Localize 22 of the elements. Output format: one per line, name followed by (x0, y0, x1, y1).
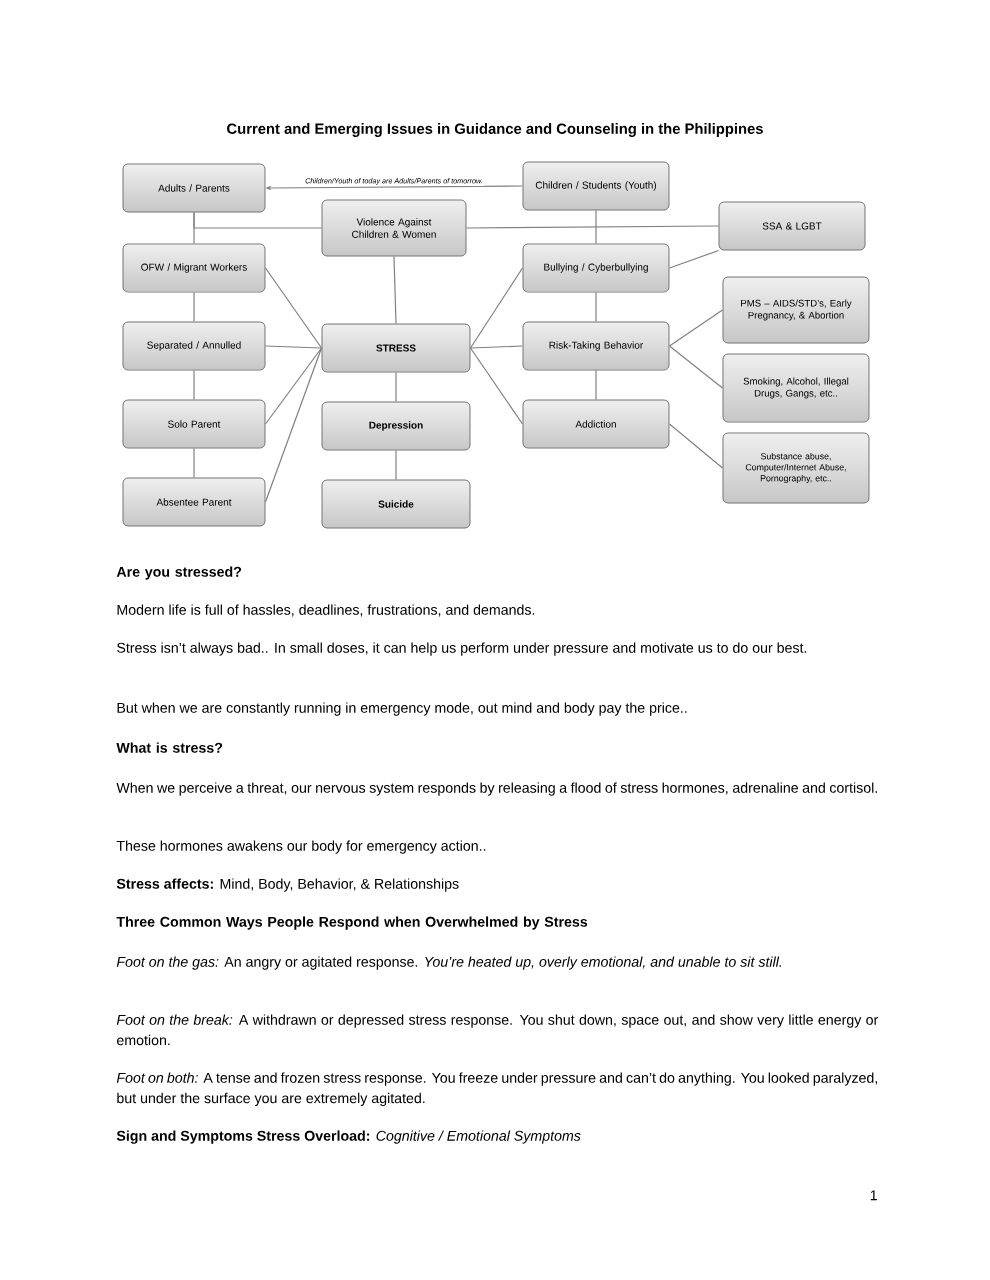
connector-line (668, 423, 724, 469)
connector-line (395, 371, 397, 403)
connector-line (264, 267, 323, 349)
connector-line (264, 347, 323, 503)
connector-line (193, 369, 195, 401)
connector-line (193, 291, 195, 323)
connector-line (469, 267, 524, 349)
connector-line (264, 347, 323, 425)
connector-line (469, 345, 524, 349)
connector-line (595, 209, 597, 245)
connector-line (668, 309, 724, 347)
connector-line (395, 449, 397, 481)
connector-line (668, 249, 720, 269)
connector-line (193, 447, 195, 479)
connector-line (193, 211, 195, 245)
connector-line (465, 225, 720, 229)
connector-line (595, 369, 597, 401)
connector-line (469, 347, 524, 425)
connector-line (668, 345, 724, 389)
connector-line (393, 255, 397, 325)
connector-line (595, 291, 597, 323)
connector-line (264, 345, 323, 349)
